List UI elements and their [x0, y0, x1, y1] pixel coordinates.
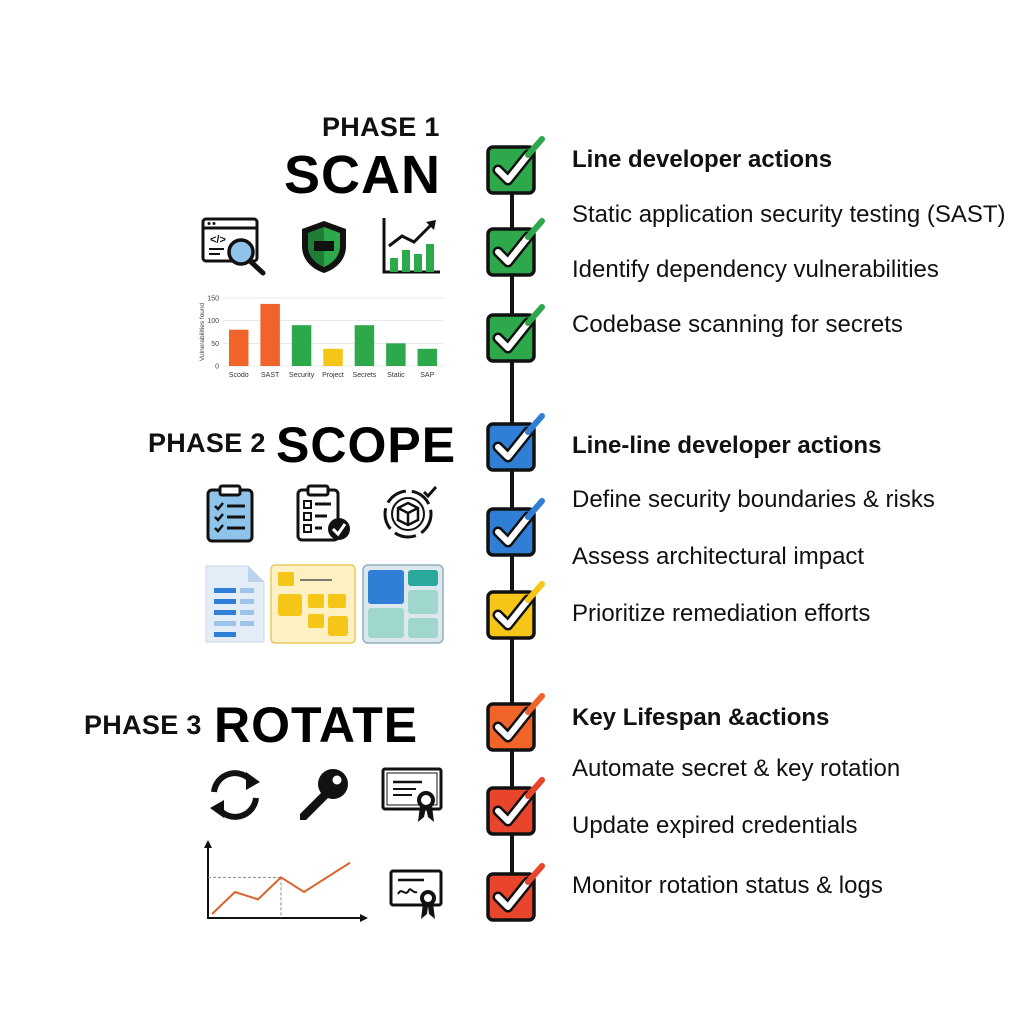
checkbox-1[interactable]: [486, 136, 545, 195]
shield-icon: [298, 218, 350, 276]
phase-1-label: PHASE 1: [322, 112, 440, 142]
checkbox-7[interactable]: [486, 693, 545, 752]
x-tick-label: Scodo: [229, 372, 249, 379]
x-tick-label: SAP: [420, 372, 434, 379]
refresh-icon: [206, 766, 264, 824]
bar-security: [291, 325, 312, 366]
phase-3-label: PHASE 3: [84, 710, 202, 740]
phase-3-title: ROTATE: [214, 697, 419, 753]
phase-2-item-3: Prioritize remediation efforts: [572, 600, 871, 627]
x-axis-arrow: [360, 914, 368, 922]
key-icon: [296, 766, 352, 824]
checkbox-5[interactable]: [486, 498, 545, 557]
checkbox-6[interactable]: [486, 581, 545, 640]
svg-text:</>: </>: [210, 234, 226, 246]
document-icon: [204, 564, 266, 644]
x-tick-label: Secrets: [353, 372, 377, 379]
code-search-icon: </>: [200, 216, 268, 276]
bar-static: [386, 343, 406, 366]
phase-3-heading: Key Lifespan &actions: [572, 704, 830, 731]
rotation-line-chart: [196, 838, 368, 926]
checkbox-9[interactable]: [486, 863, 545, 922]
checklist-icon: [294, 484, 354, 544]
axes: [207, 842, 364, 919]
phase-1-title: SCAN: [284, 145, 442, 205]
phase-2-item-1: Define security boundaries & risks: [572, 486, 935, 513]
kanban-board-icon: [270, 564, 356, 644]
y-tick-label: 0: [215, 364, 219, 371]
checkbox-4[interactable]: [486, 413, 545, 472]
phase-3-item-2: Update expired credentials: [572, 812, 858, 839]
phase-1-item-1: Static application security testing (SAS…: [572, 201, 1006, 228]
phase-2-heading: Line-line developer actions: [572, 432, 882, 459]
checkbox-2[interactable]: [486, 218, 545, 277]
series-line: [211, 861, 351, 915]
y-tick-label: 100: [207, 318, 219, 325]
phase-2-label: PHASE 2: [148, 428, 266, 458]
checkbox-3[interactable]: [486, 304, 545, 363]
phase-1-item-3: Codebase scanning for secrets: [572, 311, 903, 338]
bar-sast: [260, 303, 280, 366]
y-tick-label: 50: [211, 341, 219, 348]
clipboard-icon: [204, 484, 256, 544]
x-tick-label: Static: [387, 372, 405, 379]
x-tick-label: SAST: [261, 372, 280, 379]
bar-sap: [417, 348, 438, 366]
certificate-icon: [380, 766, 444, 824]
phase-1-item-2: Identify dependency vulnerabilities: [572, 256, 939, 283]
y-tick-label: 150: [207, 296, 219, 303]
bar-scodo: [228, 329, 249, 366]
grid-board-icon: [362, 564, 444, 644]
y-axis-arrow: [204, 840, 212, 848]
x-tick-label: Project: [322, 372, 344, 379]
checkbox-8[interactable]: [486, 777, 545, 836]
certificate-icon: [388, 866, 444, 922]
phase-2-item-2: Assess architectural impact: [572, 543, 865, 570]
x-tick-label: Security: [289, 372, 315, 379]
phase-1-heading: Line developer actions: [572, 146, 833, 173]
bar-project: [323, 348, 343, 366]
bar-chart-icon: [380, 216, 442, 276]
phase-3-item-3: Monitor rotation status & logs: [572, 872, 883, 899]
phase-2-title: SCOPE: [276, 417, 457, 473]
phase-3-item-1: Automate secret & key rotation: [572, 755, 901, 782]
target-cube-icon: [378, 484, 442, 544]
y-axis-label: Vulnerabilities found: [199, 302, 206, 361]
bar-secrets: [354, 325, 375, 366]
